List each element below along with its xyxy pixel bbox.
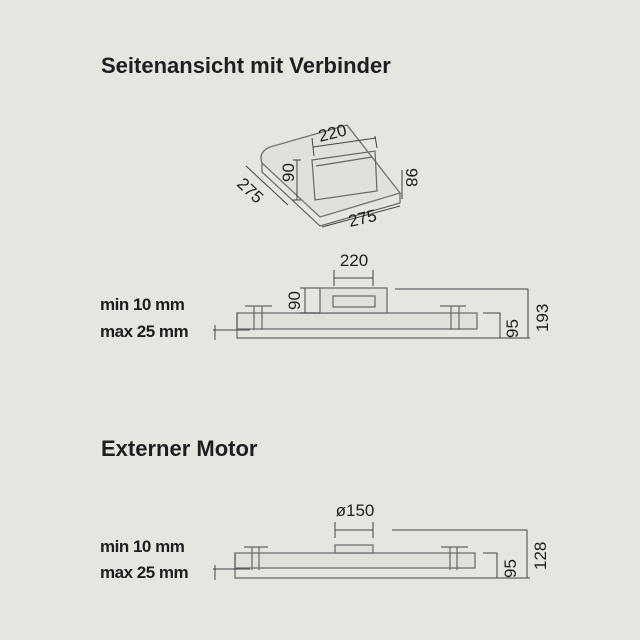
min-gap-label: min 10 mm <box>100 537 185 556</box>
min-gap-label: min 10 mm <box>100 295 185 314</box>
max-gap-label: max 25 mm <box>100 563 188 582</box>
side-view-external-motor: ø150 95 128 min 10 mm max 25 mm <box>100 501 550 582</box>
iso-dim-90-label: 90 <box>279 163 298 182</box>
dim-90-label: 90 <box>285 291 304 310</box>
iso-dim-275-left-label: 275 <box>233 174 267 207</box>
dim-150-label: ø150 <box>336 501 375 520</box>
hood-outline <box>234 553 478 579</box>
connector-box <box>319 287 388 314</box>
max-gap-label: max 25 mm <box>100 322 188 341</box>
connector-opening <box>332 295 376 308</box>
dim-193-label: 193 <box>533 304 552 332</box>
dim-95-label: 95 <box>501 559 520 578</box>
section-title-connector: Seitenansicht mit Verbinder <box>101 53 391 78</box>
dim-90 <box>300 287 320 314</box>
iso-dim-275-front <box>321 205 401 228</box>
dim-128-label: 128 <box>531 542 550 570</box>
gap-indicator <box>213 565 250 580</box>
dim-95-label: 95 <box>503 319 522 338</box>
side-view-connector: 220 90 95 193 min 10 mm max 25 mm <box>100 251 552 341</box>
dim-95-128 <box>392 529 530 579</box>
iso-duct <box>311 150 378 201</box>
mounting-brackets <box>244 546 468 570</box>
iso-dim-275-left <box>245 165 289 206</box>
iso-dim-220 <box>311 135 378 157</box>
mounting-brackets <box>245 305 466 330</box>
isometric-view: 220 90 98 275 275 <box>233 121 421 231</box>
section-title-external-motor: Externer Motor <box>101 436 258 461</box>
iso-dim-98-label: 98 <box>402 168 421 187</box>
motor-outlet <box>334 544 374 554</box>
dim-220-label: 220 <box>340 251 368 270</box>
dim-150 <box>334 522 374 538</box>
iso-housing-side <box>261 163 401 227</box>
hood-body <box>234 552 476 569</box>
hood-outline <box>236 313 480 339</box>
iso-dim-90 <box>293 159 301 201</box>
dim-220 <box>333 270 374 286</box>
hood-body <box>236 312 478 330</box>
iso-dim-275-front-label: 275 <box>347 206 379 231</box>
dim-95-193 <box>395 288 530 339</box>
iso-housing <box>260 124 402 218</box>
gap-indicator <box>213 325 250 340</box>
